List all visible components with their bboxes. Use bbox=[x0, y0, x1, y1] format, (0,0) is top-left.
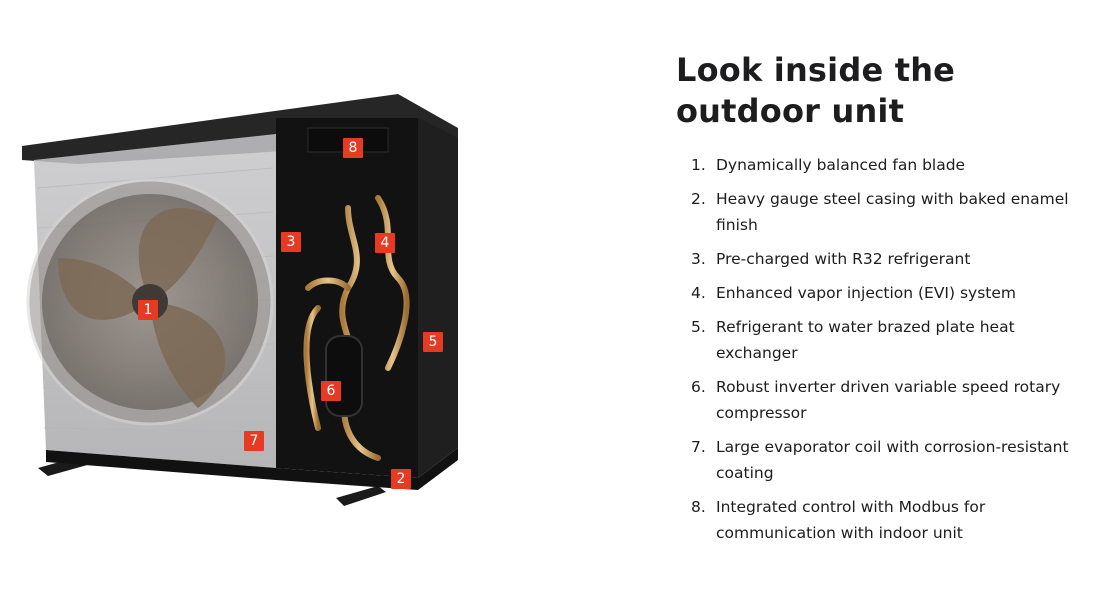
side-panel bbox=[418, 118, 458, 478]
callout-badge-8: 8 bbox=[343, 138, 363, 158]
feature-text: Large evaporator coil with corrosion-res… bbox=[716, 438, 1069, 482]
page-title: Look inside the outdoor unit bbox=[676, 51, 956, 130]
feature-list: 1. Dynamically balanced fan blade 2. Heavy… bbox=[676, 152, 1076, 546]
feature-item-7: 7. Large evaporator coil with corrosion-r… bbox=[676, 434, 1076, 486]
feature-number: 8. bbox=[691, 498, 706, 516]
callout-badge-7: 7 bbox=[244, 431, 264, 451]
foot-right bbox=[336, 486, 386, 506]
feature-number: 6. bbox=[691, 378, 706, 396]
outdoor-unit-cutaway-image: 1 2 3 4 5 6 7 8 bbox=[18, 88, 478, 518]
feature-item-3: 3. Pre-charged with R32 refrigerant bbox=[676, 246, 1076, 272]
feature-number: 7. bbox=[691, 438, 706, 456]
feature-number: 3. bbox=[691, 250, 706, 268]
feature-item-1: 1. Dynamically balanced fan blade bbox=[676, 152, 1076, 178]
feature-text: Refrigerant to water brazed plate heat e… bbox=[716, 318, 1015, 362]
feature-item-8: 8. Integrated control with Modbus for com… bbox=[676, 494, 1076, 546]
feature-item-6: 6. Robust inverter driven variable speed … bbox=[676, 374, 1076, 426]
callout-badge-4: 4 bbox=[375, 233, 395, 253]
callout-badge-5: 5 bbox=[423, 332, 443, 352]
compressor bbox=[325, 335, 363, 417]
feature-number: 4. bbox=[691, 284, 706, 302]
feature-item-4: 4. Enhanced vapor injection (EVI) system bbox=[676, 280, 1076, 306]
callout-badge-3: 3 bbox=[281, 232, 301, 252]
feature-item-2: 2. Heavy gauge steel casing with baked en… bbox=[676, 186, 1076, 238]
feature-text: Dynamically balanced fan blade bbox=[716, 156, 966, 174]
feature-number: 5. bbox=[691, 318, 706, 336]
feature-text: Heavy gauge steel casing with baked enam… bbox=[716, 190, 1069, 234]
heat-pump-illustration bbox=[22, 94, 458, 506]
feature-text: Robust inverter driven variable speed ro… bbox=[716, 378, 1061, 422]
feature-item-5: 5. Refrigerant to water brazed plate heat… bbox=[676, 314, 1076, 366]
feature-text: Enhanced vapor injection (EVI) system bbox=[716, 284, 1017, 302]
feature-text: Pre-charged with R32 refrigerant bbox=[716, 250, 971, 268]
callout-badge-6: 6 bbox=[321, 381, 341, 401]
base bbox=[46, 448, 458, 490]
feature-text: Integrated control with Modbus for commu… bbox=[716, 498, 986, 542]
feature-number: 1. bbox=[691, 156, 706, 174]
callout-badge-1: 1 bbox=[138, 300, 158, 320]
feature-number: 2. bbox=[691, 190, 706, 208]
fan-blades bbox=[58, 207, 226, 408]
callout-badge-2: 2 bbox=[391, 469, 411, 489]
features-panel: Look inside the outdoor unit 1. Dynamical… bbox=[676, 50, 1076, 554]
